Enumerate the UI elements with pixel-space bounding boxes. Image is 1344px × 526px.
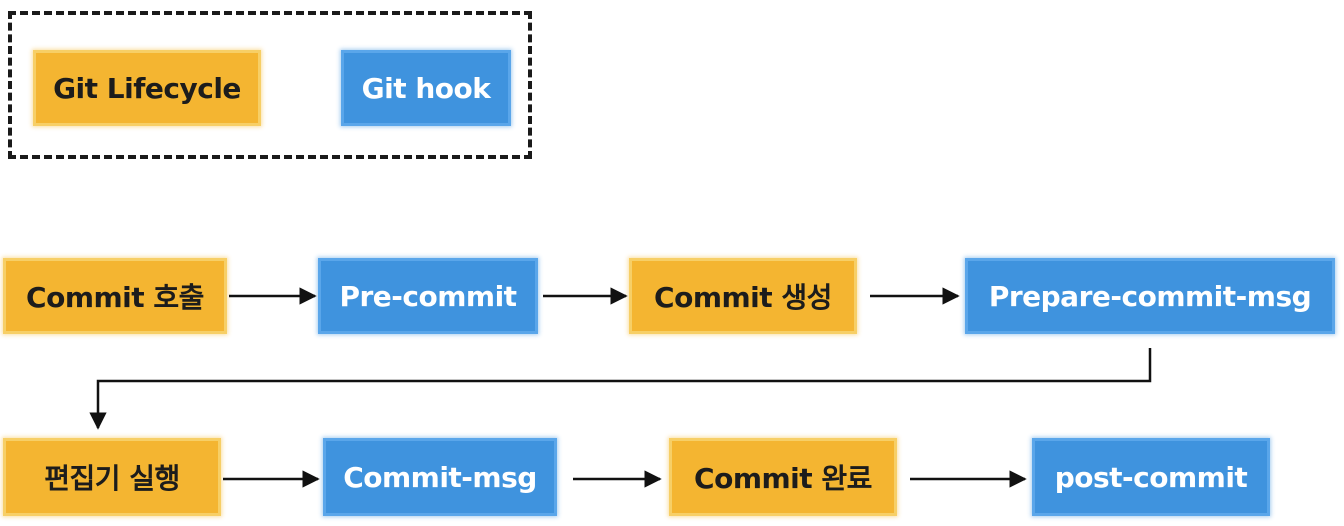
legend-git-hook: Git hook [344, 53, 508, 123]
node-commit-done: Commit 완료 [672, 441, 894, 513]
node-post-commit: post-commit [1035, 441, 1267, 513]
node-commit-create: Commit 생성 [632, 261, 854, 331]
legend-git-lifecycle: Git Lifecycle [36, 53, 258, 123]
node-prepare-commit-msg: Prepare-commit-msg [968, 261, 1332, 331]
legend-frame [8, 11, 532, 159]
arrow-prepare-to-editor-run [89, 348, 1152, 430]
node-commit-msg: Commit-msg [326, 441, 554, 513]
node-commit-call: Commit 호출 [6, 261, 224, 331]
node-editor-run: 편집기 실행 [6, 441, 218, 513]
node-pre-commit: Pre-commit [321, 261, 535, 331]
